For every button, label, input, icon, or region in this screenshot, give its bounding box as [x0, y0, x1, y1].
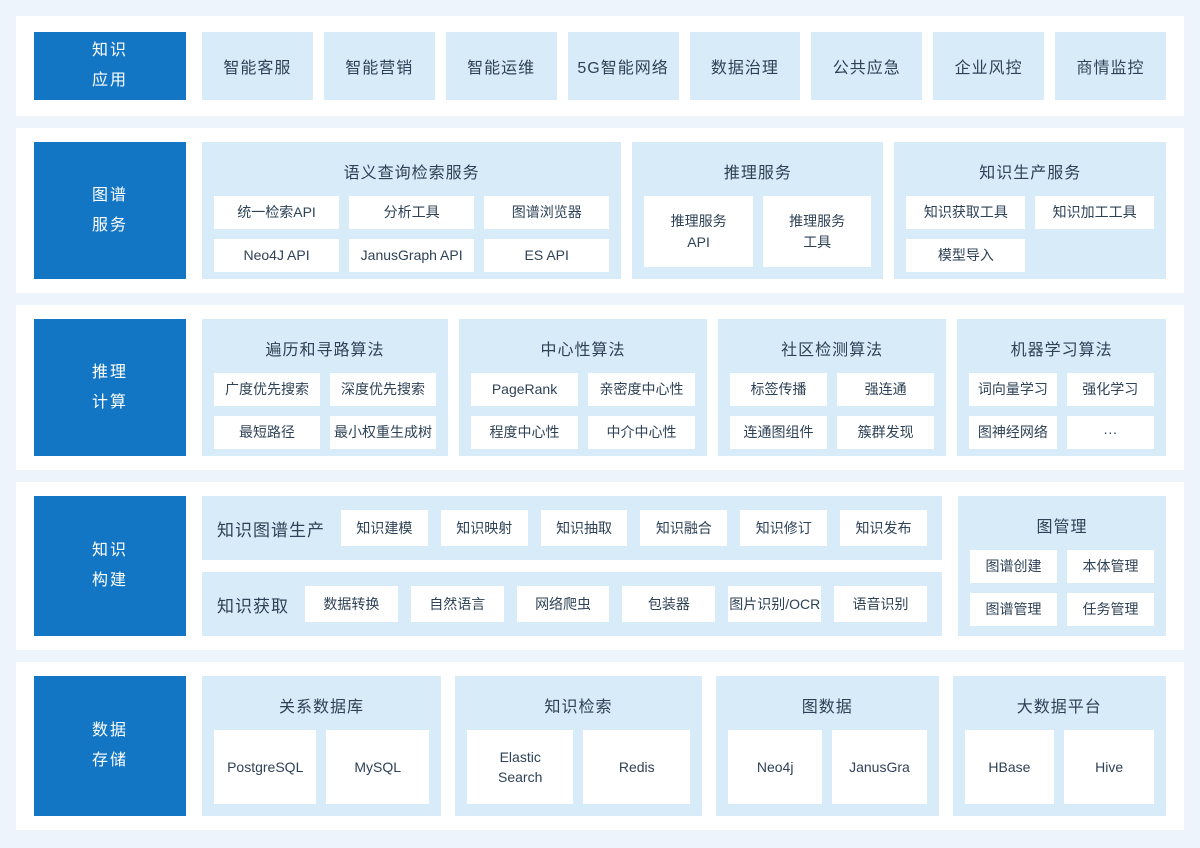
item-box: 连通图组件: [729, 416, 828, 449]
group-title: 社区检测算法: [781, 342, 884, 359]
group-community-detection: 社区检测算法 标签传播 强连通 连通图组件 簇群发现: [717, 319, 947, 456]
item-box: 标签传播: [729, 373, 828, 406]
item-box: 知识映射: [440, 510, 528, 546]
group-title: 中心性算法: [540, 342, 626, 359]
group-title: 图数据: [801, 699, 853, 716]
item-box: 程度中心性: [471, 416, 578, 449]
item-box: Hive: [1064, 730, 1154, 804]
item-box: ES API: [484, 239, 610, 272]
item-box: 图谱创建: [970, 550, 1057, 583]
band-knowledge-construction: 知识 构建 知识图谱生产 知识建模 知识映射 知识抽取 知识融合 知识修订 知识…: [16, 482, 1184, 650]
item-box: 网络爬虫: [516, 586, 610, 622]
item-box: Neo4j: [728, 730, 823, 804]
item-box: 知识融合: [640, 510, 728, 546]
app-tile: 数据治理: [689, 32, 801, 100]
item-box: Redis: [583, 730, 691, 804]
item-box: 数据转换: [305, 586, 398, 622]
band-label-graph-services: 图谱 服务: [34, 142, 186, 279]
item-box: 任务管理: [1067, 593, 1154, 626]
band-label-reasoning-computation: 推理 计算: [34, 319, 186, 456]
item-box: 图谱管理: [970, 593, 1057, 626]
item-box: 词向量学习: [969, 373, 1057, 406]
item-box: 中介中心性: [588, 416, 695, 449]
group-title: 遍历和寻路算法: [265, 342, 385, 359]
group-knowledge-production-service: 知识生产服务 知识获取工具 知识加工工具 模型导入: [894, 142, 1166, 279]
item-box: 知识加工工具: [1035, 196, 1154, 229]
group-traversal-pathfinding: 遍历和寻路算法 广度优先搜索 深度优先搜索 最短路径 最小权重生成树: [202, 319, 449, 456]
group-title: 关系数据库: [278, 699, 364, 716]
group-machine-learning: 机器学习算法 词向量学习 强化学习 图神经网络 ···: [957, 319, 1166, 456]
group-title: 大数据平台: [1016, 699, 1102, 716]
item-box: 簇群发现: [837, 416, 935, 449]
app-tile: 企业风控: [933, 32, 1045, 100]
strip-title: 知识获取: [217, 596, 289, 616]
item-box: Neo4J API: [214, 239, 340, 272]
item-box: 推理服务 API: [644, 196, 753, 267]
group-centrality-algorithms: 中心性算法 PageRank 亲密度中心性 程度中心性 中介中心性: [459, 319, 707, 456]
item-box: 亲密度中心性: [588, 373, 695, 406]
app-tile: 智能营销: [323, 32, 435, 100]
group-bigdata-platform: 大数据平台 HBase Hive: [952, 676, 1166, 816]
group-title: 推理服务: [723, 165, 792, 182]
item-box: 广度优先搜索: [214, 373, 321, 406]
app-tile: 商情监控: [1055, 32, 1166, 100]
group-graph-data: 图数据 Neo4j JanusGra: [716, 676, 939, 816]
strip-kg-production: 知识图谱生产 知识建模 知识映射 知识抽取 知识融合 知识修订 知识发布: [202, 496, 942, 560]
item-box: 语音识别: [834, 586, 927, 622]
band-knowledge-application: 知识 应用 智能客服 智能营销 智能运维 5G智能网络 数据治理 公共应急 企业…: [16, 16, 1184, 116]
band-label-data-storage: 数据 存储: [34, 676, 186, 816]
item-box: MySQL: [326, 730, 429, 804]
strip-title: 知识图谱生产: [217, 520, 325, 540]
item-box: PageRank: [471, 373, 578, 406]
item-box: 知识建模: [341, 510, 428, 546]
item-box: 知识抽取: [540, 510, 628, 546]
app-tile: 智能运维: [445, 32, 557, 100]
app-tile: 智能客服: [202, 32, 313, 100]
item-box: 最短路径: [214, 416, 321, 449]
group-title: 机器学习算法: [1010, 342, 1113, 359]
item-box: 推理服务 工具: [762, 196, 872, 267]
item-box: 强化学习: [1066, 373, 1154, 406]
group-relational-db: 关系数据库 PostgreSQL MySQL: [202, 676, 441, 816]
group-reasoning-service: 推理服务 推理服务 API 推理服务 工具: [632, 142, 884, 279]
item-box: 自然语言: [410, 586, 504, 622]
band-reasoning-computation: 推理 计算 遍历和寻路算法 广度优先搜索 深度优先搜索 最短路径 最小权重生成树…: [16, 305, 1184, 470]
item-box: 最小权重生成树: [330, 416, 437, 449]
item-box: 知识获取工具: [906, 196, 1026, 229]
group-knowledge-retrieval: 知识检索 Elastic Search Redis: [454, 676, 703, 816]
item-box: 图谱浏览器: [484, 196, 610, 229]
strip-knowledge-acquisition: 知识获取 数据转换 自然语言 网络爬虫 包装器 图片识别/OCR 语音识别: [202, 572, 942, 636]
app-tile: 5G智能网络: [567, 32, 679, 100]
item-box: Elastic Search: [466, 730, 574, 804]
group-graph-management: 图管理 图谱创建 本体管理 图谱管理 任务管理: [958, 496, 1166, 636]
item-box: 图片识别/OCR: [728, 586, 822, 622]
item-box: ···: [1066, 416, 1154, 449]
item-box: 深度优先搜索: [330, 373, 437, 406]
group-title: 知识检索: [544, 699, 613, 716]
band-label-knowledge-construction: 知识 构建: [34, 496, 186, 636]
group-title: 语义查询检索服务: [343, 165, 480, 182]
item-box: 包装器: [622, 586, 716, 622]
band-label-knowledge-application: 知识 应用: [34, 32, 186, 100]
item-box: PostgreSQL: [214, 730, 317, 804]
item-box: 本体管理: [1067, 550, 1154, 583]
application-tiles: 智能客服 智能营销 智能运维 5G智能网络 数据治理 公共应急 企业风控 商情监…: [202, 32, 1166, 100]
item-box: 模型导入: [906, 239, 1026, 272]
band-data-storage: 数据 存储 关系数据库 PostgreSQL MySQL 知识检索 Elasti…: [16, 662, 1184, 830]
item-box: JanusGraph API: [349, 239, 475, 272]
item-box: 分析工具: [349, 196, 475, 229]
item-box: HBase: [964, 730, 1055, 804]
item-box: 强连通: [837, 373, 935, 406]
item-box: 图神经网络: [969, 416, 1057, 449]
item-box: 统一检索API: [214, 196, 340, 229]
band-graph-services: 图谱 服务 语义查询检索服务 统一检索API 分析工具 图谱浏览器 Neo4J …: [16, 128, 1184, 293]
item-box: 知识发布: [840, 510, 927, 546]
item-box: 知识修订: [740, 510, 828, 546]
app-tile: 公共应急: [811, 32, 923, 100]
group-semantic-query-service: 语义查询检索服务 统一检索API 分析工具 图谱浏览器 Neo4J API Ja…: [202, 142, 622, 279]
group-title: 知识生产服务: [979, 165, 1082, 182]
item-box: JanusGra: [832, 730, 927, 804]
group-title: 图管理: [1036, 519, 1088, 536]
